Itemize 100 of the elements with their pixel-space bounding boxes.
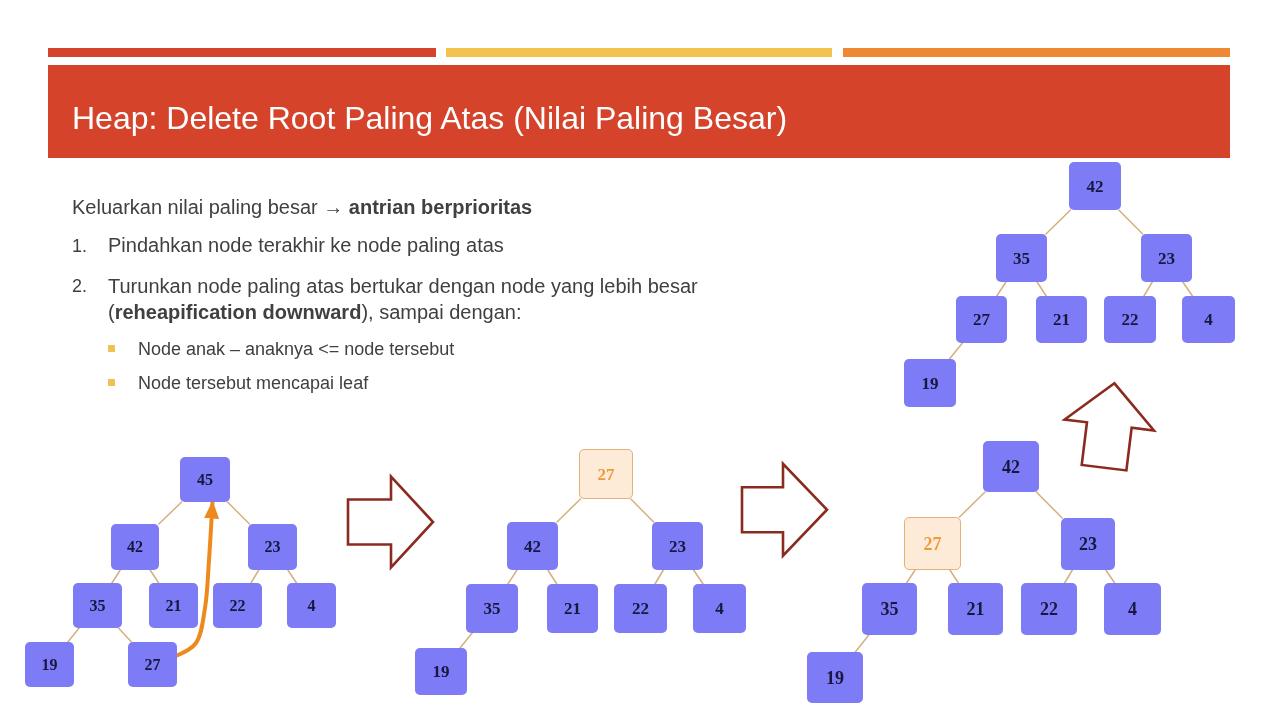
- heap-node: [614, 584, 667, 633]
- tree-edge: [1105, 569, 1116, 584]
- tree-edge: [905, 569, 916, 584]
- node-value: 27: [973, 311, 990, 328]
- node-value: 4: [715, 600, 724, 617]
- node-value: 42: [1086, 177, 1104, 195]
- tree-edge: [1045, 209, 1072, 235]
- node-value: 35: [483, 600, 501, 617]
- tree-edge: [1063, 569, 1074, 584]
- tree-edge: [1036, 281, 1047, 297]
- heap-node: [128, 642, 177, 687]
- tree-edge: [287, 569, 298, 584]
- tree-edge: [1118, 209, 1144, 235]
- block-arrow: [1061, 381, 1158, 472]
- node-value: 19: [41, 656, 58, 673]
- node-value: 22: [229, 597, 246, 614]
- node-value: 42: [524, 537, 541, 555]
- node-value: 27: [923, 534, 942, 553]
- heap-node: [547, 584, 598, 633]
- heap-node: [149, 583, 198, 628]
- tree-edge: [854, 634, 870, 653]
- heap-node: [287, 583, 336, 628]
- tree-edge: [158, 501, 183, 525]
- bullet-item: Node tersebut mencapai leaf: [138, 372, 370, 394]
- heap-node: [904, 359, 956, 407]
- node-value: 45: [197, 471, 213, 488]
- node-value: 42: [127, 539, 143, 555]
- heap-node: [507, 522, 558, 570]
- tree-edge: [692, 569, 704, 585]
- node-value: 22: [632, 600, 649, 617]
- heap-node: [1061, 518, 1115, 570]
- tree-edge: [507, 569, 518, 585]
- heap-node: [1104, 296, 1156, 343]
- node-value: 35: [89, 597, 106, 614]
- node-value: 42: [1002, 457, 1020, 476]
- heap-node: [1182, 296, 1235, 343]
- node-value: 21: [1053, 311, 1070, 328]
- block-arrow: [346, 473, 435, 571]
- node-value: 19: [921, 374, 939, 392]
- heap-node: [579, 449, 633, 499]
- heap-node: [983, 441, 1039, 492]
- tree-edge: [547, 569, 558, 585]
- node-value: 21: [564, 600, 581, 617]
- curved-arrow: [175, 500, 220, 658]
- heap-node: [693, 584, 746, 633]
- heap-node: [862, 583, 917, 635]
- slide-title: Heap: Delete Root Paling Atas (Nilai Paling Besar): [72, 99, 788, 137]
- list-number: 2.: [72, 275, 88, 298]
- tree-edge: [111, 569, 121, 584]
- tree-edge: [1035, 491, 1063, 519]
- list-item: Pindahkan node terakhir ke node paling atas: [108, 233, 505, 257]
- tree-edge: [556, 498, 582, 523]
- block-arrow: [740, 460, 829, 559]
- heap-node: [180, 457, 230, 502]
- heap-node: [904, 517, 961, 570]
- tree-edge: [1143, 281, 1153, 297]
- heap-node: [948, 583, 1003, 635]
- heap-node: [25, 642, 74, 687]
- tree-edge: [149, 569, 160, 584]
- node-value: 19: [432, 663, 450, 680]
- node-value: 23: [1158, 249, 1175, 267]
- tree-edge: [958, 491, 986, 518]
- tree-edge: [250, 569, 260, 584]
- tree-edge: [949, 569, 960, 584]
- heap-node: [73, 583, 122, 628]
- tree-edge: [996, 281, 1007, 297]
- list-number: 1.: [72, 235, 88, 258]
- node-value: 19: [826, 668, 844, 687]
- tree-edge: [459, 632, 473, 649]
- tree-edge: [654, 569, 665, 585]
- heap-node: [1036, 296, 1087, 343]
- heap-node: [466, 584, 518, 633]
- heap-node: [213, 583, 262, 628]
- tree-edge: [948, 342, 964, 360]
- node-value: 4: [1204, 311, 1213, 328]
- heap-node: [1141, 234, 1192, 282]
- tree-edge: [67, 627, 80, 643]
- node-value: 23: [669, 537, 686, 555]
- node-value: 22: [1121, 311, 1139, 328]
- heap-node: [1104, 583, 1161, 635]
- tree-edge: [630, 498, 655, 523]
- node-value: 23: [264, 539, 281, 555]
- node-value: 4: [307, 597, 316, 614]
- heap-node: [248, 524, 297, 570]
- node-value: 21: [165, 597, 182, 614]
- node-value: 35: [1013, 249, 1030, 267]
- heap-node: [652, 522, 703, 570]
- bullet-item: Node anak – anaknya <= node tersebut: [138, 338, 456, 360]
- heap-node: [956, 296, 1007, 343]
- node-value: 22: [1040, 600, 1058, 618]
- tree-edge: [117, 627, 133, 643]
- list-item: Turunkan node paling atas bertukar dengan node yang lebih besar (reheapification downward), sampai dengan:: [108, 274, 699, 325]
- node-value: 23: [1079, 535, 1097, 553]
- intro-text: Keluarkan nilai paling besar → antrian berprioritas: [72, 195, 534, 219]
- tree-edge: [226, 501, 251, 525]
- tree-edge: [1182, 281, 1194, 297]
- heap-node: [1069, 162, 1121, 210]
- node-value: 27: [144, 656, 161, 673]
- heap-node: [1021, 583, 1077, 635]
- heap-node: [807, 652, 863, 703]
